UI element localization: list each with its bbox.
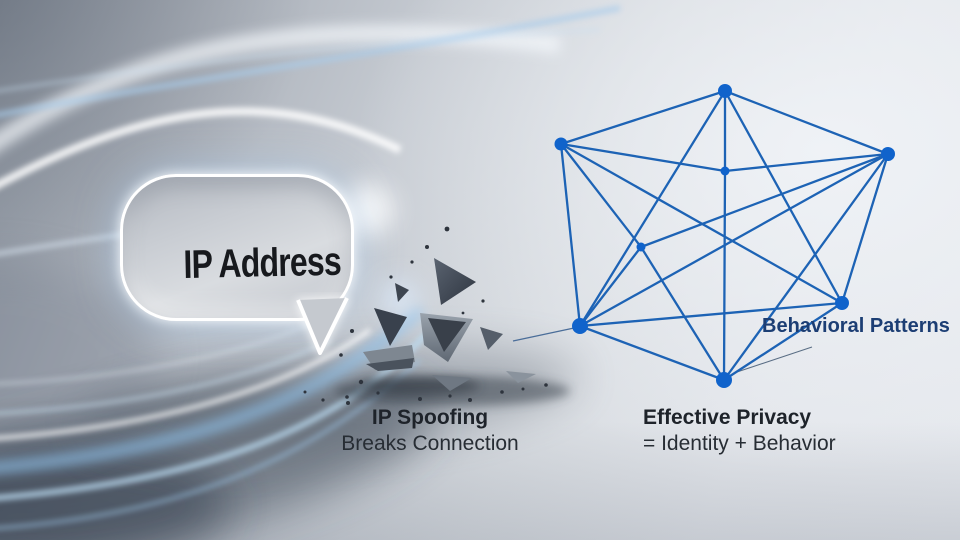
shard xyxy=(395,283,409,302)
light-streak xyxy=(0,327,433,501)
network-node xyxy=(718,84,732,98)
light-flare xyxy=(380,280,420,320)
network-edge xyxy=(722,152,890,382)
network-label: Behavioral Patterns xyxy=(762,315,950,337)
caption-effective-privacy-title: Effective Privacy xyxy=(643,406,812,429)
network-node xyxy=(881,147,895,161)
light-streak xyxy=(0,28,601,92)
network-edge xyxy=(723,89,890,156)
shadow-band xyxy=(0,443,230,540)
network-node xyxy=(554,137,568,151)
shard xyxy=(432,375,472,391)
network-node xyxy=(720,166,730,176)
speech-bubble xyxy=(120,174,354,321)
shard xyxy=(374,308,407,346)
caption-effective-privacy-subtitle: = Identity + Behavior xyxy=(643,431,836,455)
light-streak xyxy=(0,358,422,531)
network-edge xyxy=(559,142,643,249)
network-edge xyxy=(722,301,844,382)
network-node xyxy=(572,318,588,334)
light-flare xyxy=(342,184,394,236)
shard xyxy=(434,258,476,305)
caption-ip-spoofing-subtitle: Breaks Connection xyxy=(341,431,519,455)
shard xyxy=(428,318,466,352)
network-edge xyxy=(723,89,844,305)
shadow-band xyxy=(0,260,160,450)
light-streak xyxy=(0,107,402,189)
network-edge xyxy=(723,152,890,173)
network-edge xyxy=(840,152,890,305)
network-edge xyxy=(639,152,890,249)
shard xyxy=(506,371,536,383)
light-streak xyxy=(0,5,621,118)
network-edge xyxy=(578,89,727,328)
network-edge xyxy=(559,142,582,328)
network-edge xyxy=(559,89,727,146)
shard xyxy=(480,327,503,350)
shard-debris xyxy=(303,226,548,405)
network-node xyxy=(835,296,849,310)
light-streak xyxy=(0,319,321,385)
network-node xyxy=(716,372,732,388)
network-edge xyxy=(722,169,727,382)
light-streak xyxy=(0,327,372,441)
shard-to-network-connector xyxy=(512,327,575,342)
network-edge xyxy=(578,152,890,328)
network-edge xyxy=(578,324,726,382)
shard xyxy=(366,358,414,371)
network-node xyxy=(636,242,646,252)
network-edge xyxy=(578,301,844,328)
label-callout-line xyxy=(736,346,813,373)
caption-ip-spoofing: IP Spoofing Breaks Connection xyxy=(310,406,550,455)
speech-bubble-tail xyxy=(296,297,349,355)
caption-ip-spoofing-title: IP Spoofing xyxy=(371,406,489,429)
network-edge xyxy=(639,245,726,382)
network-edge xyxy=(578,245,643,328)
caption-effective-privacy: Effective Privacy = Identity + Behavior xyxy=(643,406,943,455)
light-streak xyxy=(0,338,331,415)
network-edge xyxy=(559,142,727,173)
